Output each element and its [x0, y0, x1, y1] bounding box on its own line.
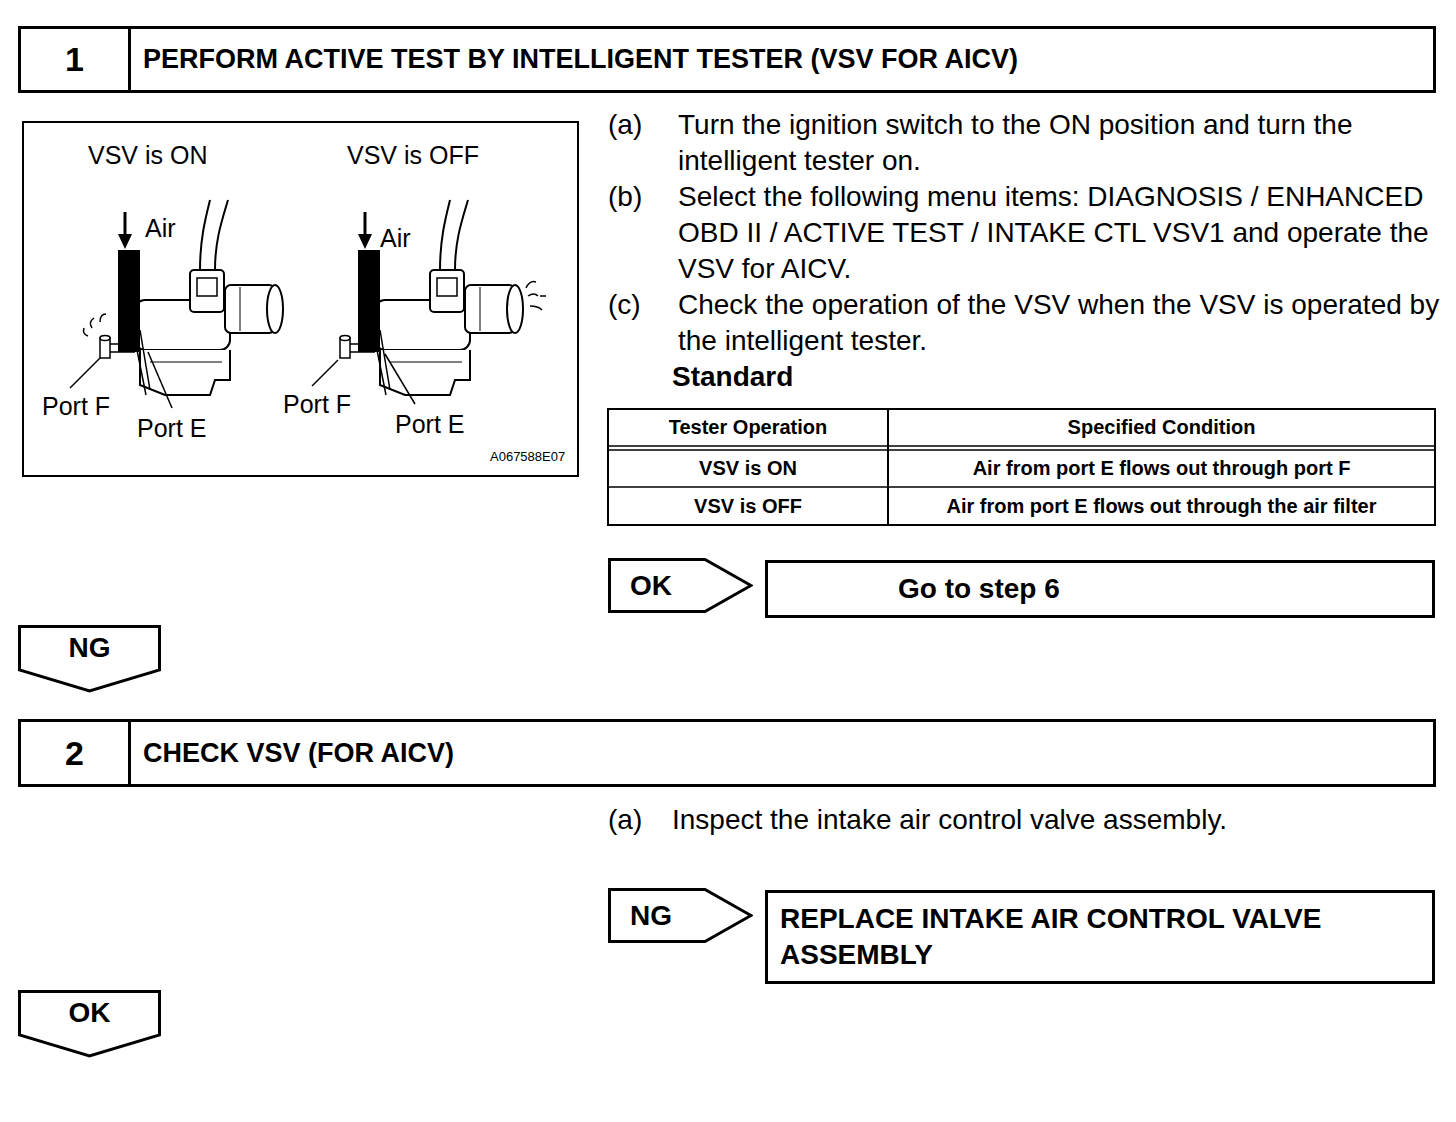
flow-label: Air [145, 213, 176, 244]
step-marker: (b) [608, 179, 678, 287]
port-label: Port E [137, 413, 206, 444]
arrow-outline [20, 627, 160, 692]
branch-label: NG [630, 900, 672, 932]
branch-label: OK [69, 997, 111, 1029]
instruction-row: Standard [608, 359, 1448, 395]
figure-caption: VSV is OFF [347, 140, 479, 171]
table-cell: Air from port E flows out through the ai… [888, 494, 1435, 519]
step-title: CHECK VSV (FOR AICV) [131, 722, 1433, 784]
result-text: Go to step 6 [898, 571, 1060, 607]
arrow-outline [608, 558, 753, 613]
port-label: Port E [395, 409, 464, 440]
step-number: 1 [21, 29, 131, 90]
instruction-text: Select the following menu items: DIAGNOS… [678, 179, 1448, 287]
port-label: Port F [283, 389, 351, 420]
ng-branch-arrow: NG [18, 625, 161, 693]
ng-branch-arrow: NG [608, 888, 753, 943]
step-header: 1PERFORM ACTIVE TEST BY INTELLIGENT TEST… [18, 26, 1436, 93]
step-header: 2CHECK VSV (FOR AICV) [18, 719, 1436, 787]
instruction-row: (c)Check the operation of the VSV when t… [608, 287, 1448, 359]
step-number: 2 [21, 722, 131, 784]
branch-label: NG [69, 632, 111, 664]
instruction-text: Inspect the intake air control valve ass… [672, 802, 1442, 837]
arrow-outline [608, 888, 753, 943]
table-header: Specified Condition [888, 415, 1435, 440]
arrow-outline [20, 992, 160, 1057]
ok-branch-arrow: OK [18, 990, 161, 1058]
flow-label: Air [380, 223, 411, 254]
ok-branch-arrow: OK [608, 558, 753, 613]
instruction-row: (b)Select the following menu items: DIAG… [608, 179, 1448, 287]
result-text: REPLACE INTAKE AIR CONTROL VALVE ASSEMBL… [780, 901, 1420, 973]
branch-label: OK [630, 570, 672, 602]
arrow-outline [610, 560, 752, 612]
instruction-row: (a)Turn the ignition switch to the ON po… [608, 107, 1448, 179]
instruction-text: Turn the ignition switch to the ON posit… [678, 107, 1448, 179]
figure-code: A067588E07 [490, 449, 565, 465]
result-box: Go to step 6 [765, 560, 1435, 618]
arrow-outline [610, 890, 752, 942]
table-cell: VSV is OFF [608, 494, 888, 519]
table-cell: Air from port E flows out through port F [888, 456, 1435, 481]
instruction-text: Check the operation of the VSV when the … [678, 287, 1448, 359]
table-cell: VSV is ON [608, 456, 888, 481]
port-label: Port F [42, 391, 110, 422]
step-marker: (a) [608, 802, 642, 837]
standard-heading: Standard [672, 359, 1448, 395]
step-marker: (a) [608, 107, 678, 179]
step-marker: (c) [608, 287, 678, 359]
result-box: REPLACE INTAKE AIR CONTROL VALVE ASSEMBL… [765, 890, 1435, 984]
step-title: PERFORM ACTIVE TEST BY INTELLIGENT TESTE… [131, 29, 1433, 90]
table-header: Tester Operation [608, 415, 888, 440]
figure-caption: VSV is ON [88, 140, 207, 171]
